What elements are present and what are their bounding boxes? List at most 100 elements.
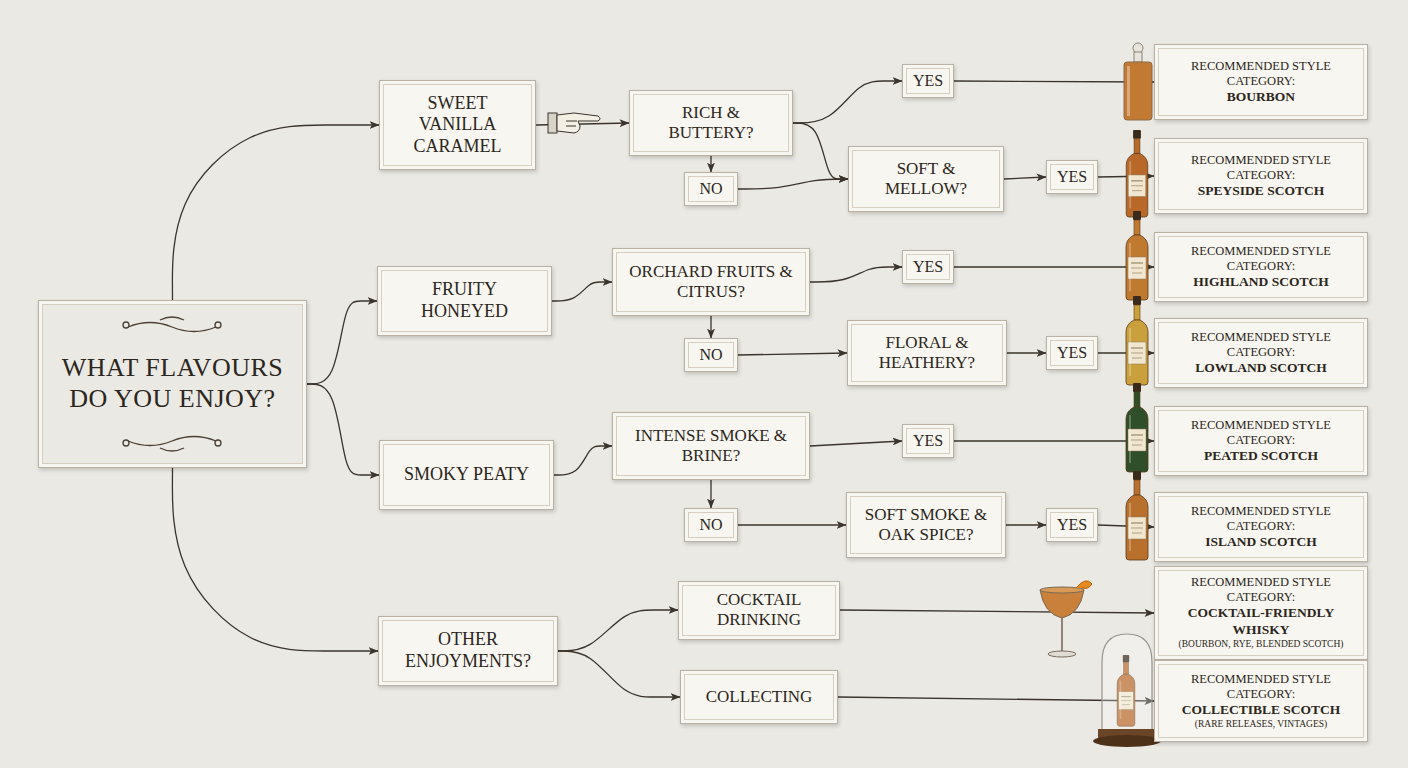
node-text: COCKTAIL-FRIENDLY WHISKY (1163, 605, 1359, 639)
node-text: YES (913, 71, 943, 90)
flavour-box: FRUITY HONEYED (377, 266, 552, 336)
flow-connector (738, 179, 848, 189)
answer-tag: YES (1046, 160, 1098, 194)
node-text: BOURBON (1227, 89, 1295, 106)
answer-tag: NO (684, 508, 738, 542)
node-text: RECOMMENDED STYLE CATEGORY: (1163, 330, 1359, 360)
whisky-bottle (1126, 211, 1148, 300)
cocktail-glass (1040, 581, 1092, 657)
decision-box: ORCHARD FRUITS & CITRUS? (612, 248, 810, 316)
whisky-bottle (1126, 471, 1148, 560)
node-text: SWEET VANILLA CARAMEL (390, 93, 525, 158)
decision-box: RICH & BUTTERY? (629, 90, 793, 156)
node-text: NO (699, 515, 722, 534)
flow-connector (738, 353, 847, 355)
node-text: RECOMMENDED STYLE CATEGORY: (1163, 504, 1359, 534)
node-text: COLLECTIBLE SCOTCH (1182, 702, 1341, 719)
pointing-hand (548, 113, 600, 133)
flow-connector (552, 282, 612, 301)
node-text: SPEYSIDE SCOTCH (1198, 183, 1324, 200)
whisky-bottle (1126, 383, 1148, 472)
node-text: SMOKY PEATY (404, 464, 529, 486)
start-question: WHAT FLAVOURS DO YOU ENJOY? (38, 300, 307, 468)
answer-tag: YES (902, 250, 954, 284)
node-text: RECOMMENDED STYLE CATEGORY: (1163, 672, 1359, 702)
node-text: FLORAL & HEATHERY? (858, 333, 996, 374)
recommendation-card: RECOMMENDED STYLE CATEGORY:HIGHLAND SCOT… (1154, 232, 1368, 302)
answer-tag: YES (902, 64, 954, 98)
node-text: FRUITY HONEYED (388, 279, 541, 322)
flow-connector (954, 440, 1154, 441)
flow-connector (793, 123, 848, 179)
recommendation-card: RECOMMENDED STYLE CATEGORY:ISLAND SCOTCH (1154, 492, 1368, 562)
node-text: HIGHLAND SCOTCH (1193, 274, 1328, 291)
flow-connector (558, 651, 680, 697)
node-text: COCKTAIL DRINKING (689, 590, 829, 631)
node-text: YES (1057, 167, 1087, 186)
node-text: ORCHARD FRUITS & CITRUS? (623, 262, 799, 303)
node-text: YES (1057, 515, 1087, 534)
node-text: RECOMMENDED STYLE CATEGORY: (1163, 153, 1359, 183)
whisky-bottle (1126, 130, 1148, 217)
flow-connector (793, 81, 902, 123)
node-text: LOWLAND SCOTCH (1195, 360, 1327, 377)
flavour-box: OTHER ENJOYMENTS? (378, 616, 558, 686)
answer-tag: NO (684, 172, 738, 206)
recommendation-card: RECOMMENDED STYLE CATEGORY:PEATED SCOTCH (1154, 406, 1368, 476)
flow-connector (307, 384, 379, 475)
answer-tag: YES (902, 424, 954, 458)
flow-connector (710, 480, 711, 508)
node-text: RECOMMENDED STYLE CATEGORY: (1163, 418, 1359, 448)
node-text: INTENSE SMOKE & BRINE? (623, 426, 799, 467)
flow-connector (810, 441, 902, 446)
node-text: YES (913, 257, 943, 276)
node-text: OTHER ENJOYMENTS? (389, 629, 547, 672)
node-text: NO (699, 345, 722, 364)
flavour-box: SWEET VANILLA CARAMEL (379, 80, 536, 170)
flow-connector (1004, 177, 1046, 179)
flow-connector (554, 446, 612, 475)
node-text: SOFT & MELLOW? (859, 159, 993, 200)
flow-connector (172, 125, 379, 300)
whisky-bottle (1126, 296, 1148, 385)
flow-connector (307, 301, 377, 384)
node-text: RECOMMENDED STYLE CATEGORY: (1163, 244, 1359, 274)
flow-connector (738, 524, 846, 525)
flow-connector (558, 610, 678, 651)
decision-box: SOFT & MELLOW? (848, 146, 1004, 212)
answer-tag: YES (1046, 336, 1098, 370)
node-text: (RARE RELEASES, VINTAGES) (1195, 719, 1327, 730)
node-text: YES (1057, 343, 1087, 362)
node-text: YES (913, 431, 943, 450)
decision-box: FLORAL & HEATHERY? (847, 320, 1007, 386)
recommendation-card: RECOMMENDED STYLE CATEGORY:SPEYSIDE SCOT… (1154, 138, 1368, 214)
node-text: RECOMMENDED STYLE CATEGORY: (1163, 59, 1359, 89)
decanter (1124, 43, 1152, 120)
recommendation-card: RECOMMENDED STYLE CATEGORY:BOURBON (1154, 44, 1368, 120)
flow-connector (172, 468, 378, 651)
flow-connector (1006, 524, 1046, 525)
flow-connector (1007, 352, 1046, 353)
decision-box: COLLECTING (680, 670, 838, 724)
node-text: (BOURBON, RYE, BLENDED SCOTCH) (1179, 639, 1344, 650)
flavour-box: SMOKY PEATY (379, 440, 554, 510)
decision-box: COCKTAIL DRINKING (678, 581, 840, 640)
decision-box: INTENSE SMOKE & BRINE? (612, 412, 810, 480)
flow-connector (810, 267, 902, 282)
display-dome (1093, 634, 1161, 747)
decision-box: SOFT SMOKE & OAK SPICE? (846, 492, 1006, 558)
node-text: COLLECTING (706, 687, 813, 707)
node-text: NO (699, 179, 722, 198)
node-text: RICH & BUTTERY? (640, 103, 782, 144)
flow-connector (710, 156, 711, 172)
recommendation-card: RECOMMENDED STYLE CATEGORY:COLLECTIBLE S… (1154, 660, 1368, 742)
flow-connector (840, 610, 1154, 613)
node-text: WHAT FLAVOURS DO YOU ENJOY? (49, 353, 296, 414)
node-text: SOFT SMOKE & OAK SPICE? (857, 505, 995, 546)
answer-tag: NO (684, 338, 738, 372)
flow-connector (954, 266, 1154, 267)
node-text: RECOMMENDED STYLE CATEGORY: (1163, 575, 1359, 605)
recommendation-card: RECOMMENDED STYLE CATEGORY:LOWLAND SCOTC… (1154, 318, 1368, 388)
